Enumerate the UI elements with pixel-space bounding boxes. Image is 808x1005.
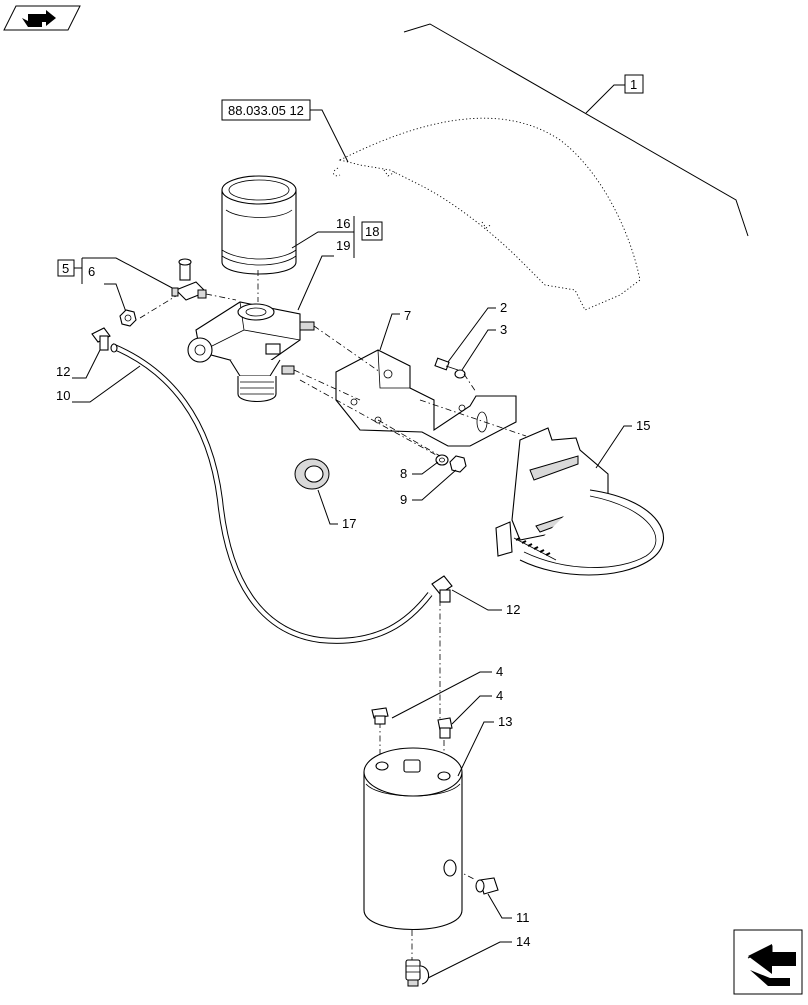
drain-valve-14 (405, 959, 430, 987)
callout-4b[interactable]: 4 (451, 688, 503, 725)
callout-17[interactable]: 17 (317, 489, 356, 531)
svg-text:8: 8 (400, 466, 407, 481)
svg-text:13: 13 (498, 714, 512, 729)
callout-7[interactable]: 7 (379, 308, 411, 351)
elbow-12-lower (431, 575, 453, 603)
air-dryer-body (187, 301, 315, 403)
air-tank-13 (363, 747, 463, 930)
callout-4a[interactable]: 4 (391, 664, 503, 719)
svg-text:16: 16 (336, 216, 350, 231)
plug-11 (475, 877, 499, 895)
callout-13[interactable]: 13 (457, 714, 512, 777)
svg-text:2: 2 (500, 300, 507, 315)
elbow-12-left (91, 327, 111, 351)
nut-6 (119, 309, 137, 327)
bracket-7 (335, 349, 517, 447)
callout-1[interactable]: 1 (585, 74, 644, 114)
callout-3[interactable]: 3 (461, 322, 507, 371)
washer-8 (435, 454, 449, 466)
callout-14[interactable]: 14 (427, 934, 530, 979)
prev-page-arrow-icon[interactable] (3, 5, 81, 31)
svg-text:17: 17 (342, 516, 356, 531)
svg-text:10: 10 (56, 388, 70, 403)
callout-11[interactable]: 11 (487, 893, 530, 925)
plug-4-right (437, 717, 453, 739)
hose-10 (110, 343, 433, 644)
callout-2[interactable]: 2 (447, 300, 507, 363)
svg-text:4: 4 (496, 688, 503, 703)
cab-outline (333, 23, 749, 311)
svg-text:3: 3 (500, 322, 507, 337)
svg-text:5: 5 (62, 261, 69, 276)
svg-text:19: 19 (336, 238, 350, 253)
grommet-17 (294, 458, 330, 490)
svg-text:4: 4 (496, 664, 503, 679)
svg-text:9: 9 (400, 492, 407, 507)
callout-9[interactable]: 9 (400, 469, 457, 507)
svg-text:14: 14 (516, 934, 530, 949)
mounting-strap-15 (495, 427, 665, 576)
tee-fitting (171, 258, 207, 301)
callout-10[interactable]: 10 (56, 365, 141, 403)
svg-text:1: 1 (630, 77, 637, 92)
svg-text:18: 18 (365, 224, 379, 239)
callout-15[interactable]: 15 (595, 418, 650, 469)
next-page-arrow-icon[interactable] (733, 929, 803, 995)
assembly-axes (139, 270, 527, 960)
callout-16-19[interactable]: 16 19 18 (291, 216, 383, 311)
svg-text:7: 7 (404, 308, 411, 323)
filter-cartridge (221, 175, 297, 275)
svg-text:11: 11 (516, 910, 530, 925)
reference-label[interactable]: 88.033.05 12 (221, 99, 349, 163)
callout-5-6[interactable]: 5 6 (57, 257, 177, 313)
svg-text:15: 15 (636, 418, 650, 433)
callout-12-left[interactable]: 12 (56, 349, 101, 379)
svg-text:12: 12 (506, 602, 520, 617)
nut-9 (449, 455, 467, 473)
svg-text:12: 12 (56, 364, 70, 379)
svg-text:6: 6 (88, 264, 95, 279)
callout-12-lower[interactable]: 12 (451, 589, 520, 617)
washer-3 (454, 369, 466, 379)
callout-8[interactable]: 8 (400, 461, 439, 481)
plug-4-left (371, 707, 389, 725)
bolt-2 (434, 357, 459, 371)
reference-text: 88.033.05 12 (228, 103, 304, 118)
